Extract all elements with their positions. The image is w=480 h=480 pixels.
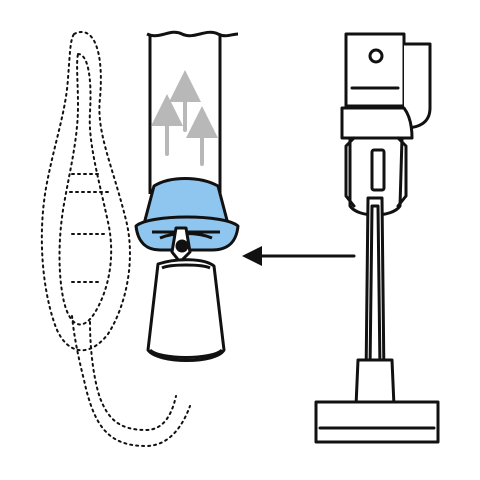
vacuum-button-icon	[368, 48, 384, 64]
vacuum-floor-head	[314, 400, 440, 444]
vacuum-dust-cup	[340, 106, 414, 140]
stick-vacuum	[314, 32, 440, 444]
cone-attachment	[146, 258, 226, 362]
release-button-icon	[175, 239, 189, 253]
vacuum-top-body	[344, 32, 406, 108]
blue-connector	[134, 177, 240, 264]
clear-tube	[146, 30, 239, 194]
airflow-up-arrows	[151, 70, 218, 166]
vacuum-neck	[354, 358, 396, 408]
vacuum-window	[370, 148, 386, 192]
vacuum-wand	[364, 196, 386, 382]
dotted-ghost-attachment	[40, 31, 191, 447]
pointer-arrow	[242, 246, 356, 266]
